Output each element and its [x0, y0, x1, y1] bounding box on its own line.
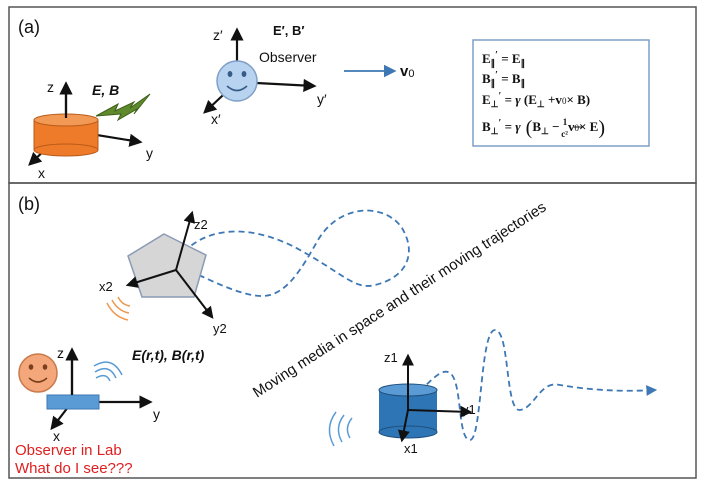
panel-b-label: (b): [18, 194, 40, 214]
pentagon-object: [127, 233, 207, 298]
moving-axis-y-label: y′: [317, 91, 327, 107]
observer-label-a: Observer: [259, 49, 317, 65]
lab-axis-z-label-b: z: [57, 345, 64, 361]
pentagon-emission-waves: [106, 296, 131, 321]
lab-reception-waves: [93, 361, 123, 382]
lab-axis-z-label: z: [47, 79, 54, 95]
pentagon-axis-x-label: x2: [99, 279, 113, 294]
observer-caption-line1: Observer in Lab: [15, 442, 122, 459]
cylinder-emission-waves: [328, 411, 353, 447]
trajectory-figure-eight: [171, 209, 410, 297]
lab-axis-y-label: y: [146, 145, 153, 161]
observer-caption-line2: What do I see???: [15, 460, 133, 477]
field-label-b: E(r,t), B(r,t): [132, 347, 205, 363]
pentagon-axis-z-label: z2: [194, 217, 208, 232]
lab-axis-x-label-b: x: [53, 428, 60, 444]
lab-axis-x-label: x: [38, 165, 45, 181]
cylinder-axis-x-label: x1: [404, 441, 418, 456]
orange-cylinder: [33, 113, 99, 157]
equation-e-perp: E⊥′ = γ (E⊥ +v0× B): [482, 91, 590, 109]
velocity-label: v0: [400, 63, 414, 80]
cylinder-axis-y-label: y1: [462, 402, 476, 417]
pentagon-axis-y-label: y2: [213, 321, 227, 336]
cylinder-axes: [397, 353, 473, 443]
equations: E∥′ = E∥ B∥′ = B∥ E⊥′ = γ (E⊥ +v0× B) B⊥…: [482, 50, 605, 139]
moving-axis-z-label: z′: [213, 27, 223, 43]
observer-face-a: [216, 60, 258, 102]
pentagon-axes: [125, 210, 214, 319]
cylinder-axis-z-label: z1: [384, 350, 398, 365]
observer-face-b: [18, 353, 58, 393]
panel-b-frame: [8, 182, 697, 479]
equations-box: [472, 39, 650, 147]
trajectory-wave: [394, 329, 658, 441]
lightning-bolt: [95, 93, 151, 122]
trajectory-caption: Moving media in space and their moving t…: [250, 199, 549, 402]
moving-axis-x-label: x′: [211, 111, 221, 127]
panel-a-label: (a): [18, 17, 40, 37]
lab-blue-slab: [46, 394, 100, 410]
field-label-a: E, B: [92, 82, 119, 98]
moving-field-label-a: E′, B′: [273, 23, 305, 38]
lab-axis-y-label-b: y: [153, 406, 160, 422]
